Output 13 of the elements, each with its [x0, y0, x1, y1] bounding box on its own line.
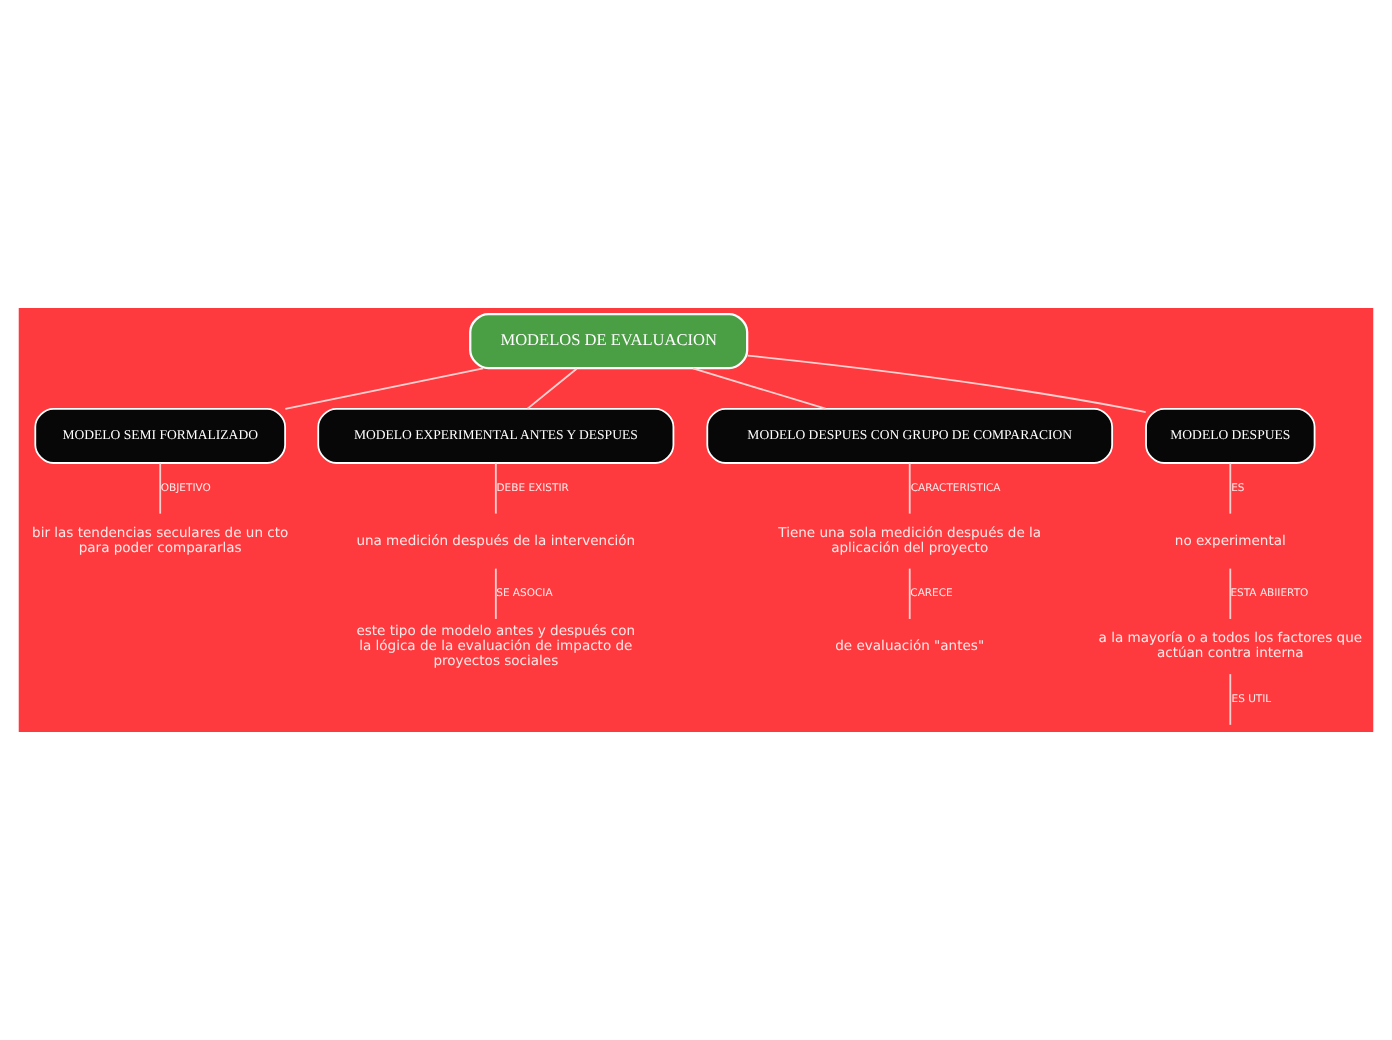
- connector: [908, 567, 911, 620]
- connector: [494, 462, 497, 515]
- connector: [908, 462, 911, 515]
- connector: [1229, 673, 1232, 726]
- node-box: MODELOS DE EVALUACION: [469, 312, 749, 370]
- connector: [284, 367, 485, 410]
- connector: [746, 354, 1147, 414]
- connector: [526, 367, 578, 410]
- connector: [494, 567, 497, 620]
- connector: [159, 462, 162, 515]
- connector: [1229, 567, 1232, 620]
- connector: [1229, 462, 1232, 515]
- connector: [692, 367, 827, 410]
